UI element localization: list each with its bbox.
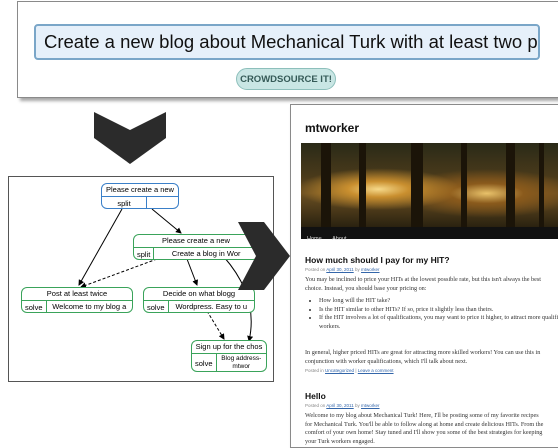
crowdsource-button[interactable]: CROWDSOURCE IT!: [236, 68, 336, 90]
post-closing: In general, higher priced HITs are great…: [305, 349, 541, 365]
post-date-link[interactable]: April 30, 2011: [326, 267, 354, 272]
node-title: Decide on what blogg: [144, 288, 254, 301]
node-action: solve: [144, 301, 169, 312]
post-title[interactable]: Hello: [305, 391, 326, 401]
list-item: Is the HIT similar to other HITs? If so,…: [319, 306, 558, 315]
post-author-link[interactable]: mtworker: [361, 403, 380, 408]
nav-home-link[interactable]: Home: [307, 236, 322, 242]
leave-comment-link[interactable]: Leave a comment: [357, 368, 394, 373]
diagram-root-node[interactable]: Please create a new split: [101, 183, 179, 209]
node-value: Wordpress. Easy to u: [175, 302, 248, 311]
node-title: Post at least twice: [22, 288, 132, 301]
node-action: solve: [192, 354, 217, 371]
meta-by: by: [354, 267, 360, 272]
post-meta: Posted on April 30, 2011 by mtworker: [305, 267, 380, 272]
category-link[interactable]: Uncategorized: [325, 368, 355, 373]
post-author-link[interactable]: mtworker: [361, 267, 380, 272]
post-body: Welcome to my blog about Mechanical Turk…: [305, 412, 544, 445]
post-footer: Posted in Uncategorized | Leave a commen…: [305, 368, 394, 373]
meta-by: by: [354, 403, 360, 408]
right-arrow-icon: [238, 222, 290, 290]
diagram-node-create-blog[interactable]: Please create a new split Create a blog …: [133, 234, 259, 260]
task-input[interactable]: Create a new blog about Mechanical Turk …: [34, 24, 540, 60]
list-item: If the HIT involves a lot of qualificati…: [319, 314, 558, 331]
nav-about-link[interactable]: About: [332, 236, 347, 242]
blog-preview: mtworker Home About How much should I pa…: [290, 104, 558, 448]
blog-nav: Home About: [301, 227, 558, 242]
blog-header-image: [301, 143, 558, 227]
task-tree-diagram: Please create a new split Please create …: [8, 176, 274, 382]
diagram-node-post-twice[interactable]: Post at least twice solve Welcome to my …: [21, 287, 133, 313]
meta-prefix: Posted on: [305, 403, 326, 408]
post-date-link[interactable]: April 30, 2011: [326, 403, 354, 408]
diagram-node-decide-blog[interactable]: Decide on what blogg solve Wordpress. Ea…: [143, 287, 255, 313]
task-panel: Create a new blog about Mechanical Turk …: [17, 1, 558, 98]
footer-separator: |: [355, 368, 357, 373]
list-item: How long will the HIT take?: [319, 297, 558, 306]
node-value: Create a blog in Wor: [171, 249, 241, 258]
node-action: solve: [22, 301, 47, 312]
post-meta: Posted on April 30, 2011 by mtworker: [305, 403, 380, 408]
blog-site-title[interactable]: mtworker: [305, 121, 360, 135]
node-action: split: [102, 197, 147, 208]
post-title[interactable]: How much should I pay for my HIT?: [305, 255, 450, 265]
diagram-node-sign-up[interactable]: Sign up for the chos solve Blog address-…: [191, 340, 267, 372]
post-bullet-list: How long will the HIT take? Is the HIT s…: [309, 297, 558, 331]
node-title: Sign up for the chos: [192, 341, 266, 354]
node-value: Welcome to my blog a: [52, 302, 127, 311]
footer-prefix: Posted in: [305, 368, 324, 373]
meta-prefix: Posted on: [305, 267, 326, 272]
node-title: Please create a new: [134, 235, 258, 248]
node-value: Blog address- mtwor: [221, 355, 262, 370]
node-title: Please create a new: [102, 184, 178, 197]
post-intro: You may be inclined to price your HITs a…: [305, 276, 541, 292]
node-action: split: [134, 248, 155, 259]
down-arrow-icon: [94, 112, 166, 164]
node-value: [147, 197, 178, 208]
